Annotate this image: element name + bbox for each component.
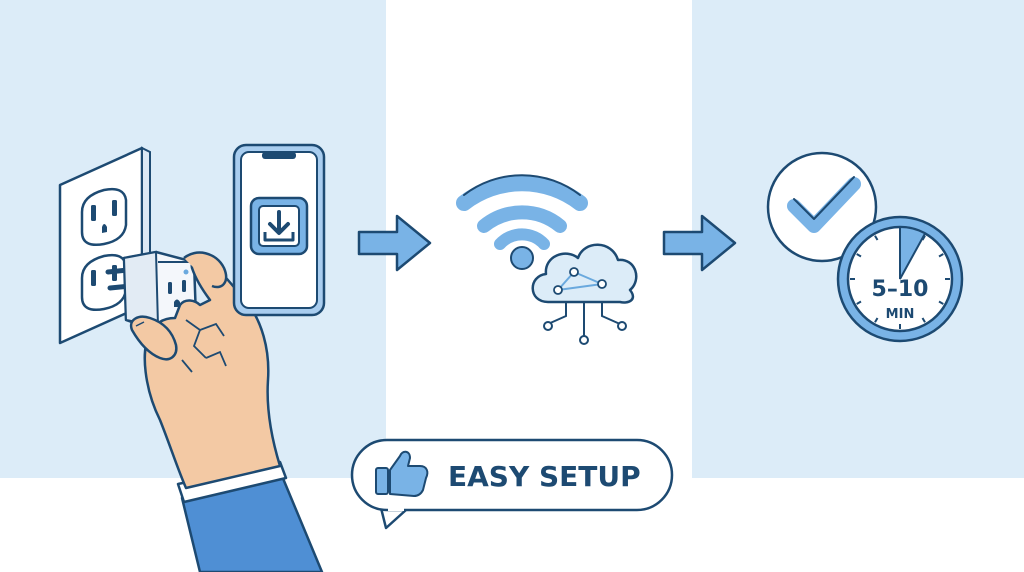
- checkmark-icon: [766, 151, 878, 263]
- timer-unit: MIN: [886, 307, 915, 322]
- thumbs-up-icon: [375, 450, 429, 497]
- timer-tick: [938, 300, 944, 305]
- badge-label: EASY SETUP: [448, 460, 641, 493]
- timer-tick: [874, 235, 879, 241]
- outlet-icon: [58, 146, 151, 345]
- stopwatch-icon: 5–10 MIN: [836, 215, 964, 343]
- easy-setup-badge: EASY SETUP: [350, 438, 674, 530]
- timer-tick: [856, 253, 862, 258]
- phone-download-icon: [232, 143, 326, 317]
- wifi-icon: [456, 174, 588, 270]
- timer-range: 5–10: [872, 277, 929, 302]
- timer-progress-wedge: [899, 225, 927, 280]
- timer-tick: [921, 235, 926, 241]
- timer-tick: [874, 317, 879, 323]
- timer-tick: [921, 317, 926, 323]
- arrow-right-icon-2: [662, 214, 737, 272]
- cloud-network-icon: [531, 243, 638, 345]
- arrow-right-icon: [357, 214, 432, 272]
- timer-tick: [938, 253, 944, 258]
- timer-ticks: [850, 229, 950, 329]
- timer-tick: [856, 300, 862, 305]
